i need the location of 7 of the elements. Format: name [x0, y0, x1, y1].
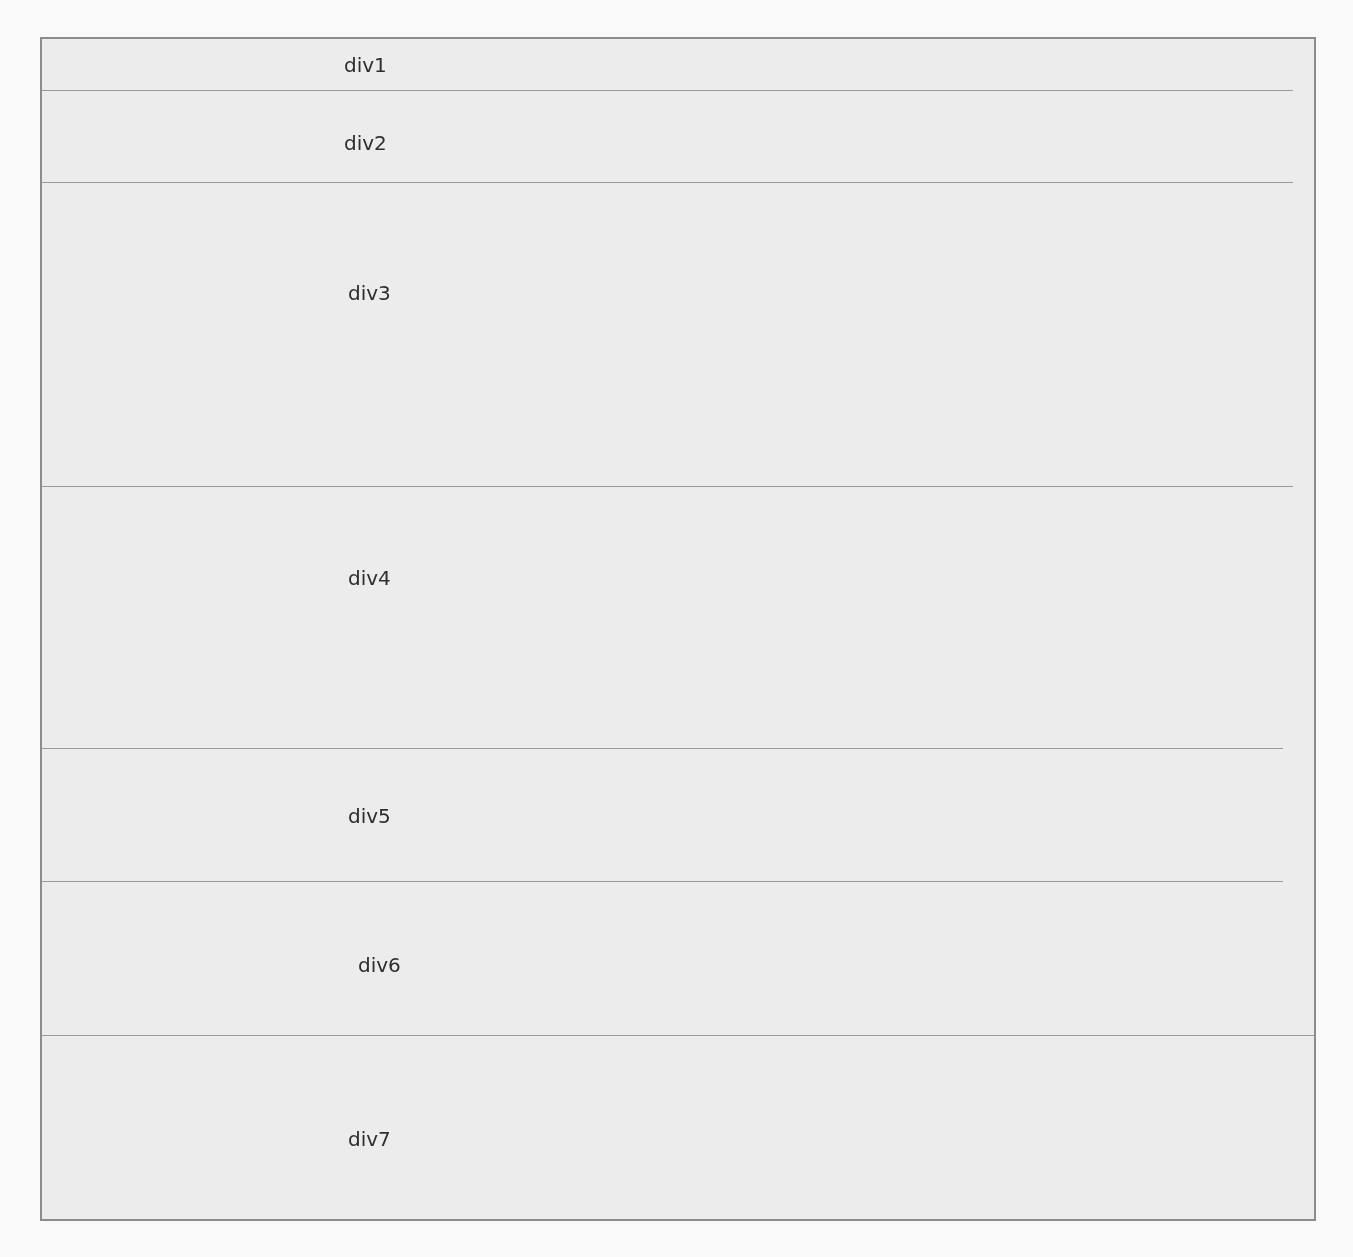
band-label: div1 — [344, 53, 387, 77]
band-label: div3 — [348, 281, 391, 305]
band-label: div7 — [348, 1127, 391, 1151]
band-label: div5 — [348, 804, 391, 828]
band-label: div2 — [344, 131, 387, 155]
band-label: div6 — [358, 953, 401, 977]
band-label: div4 — [348, 566, 391, 590]
